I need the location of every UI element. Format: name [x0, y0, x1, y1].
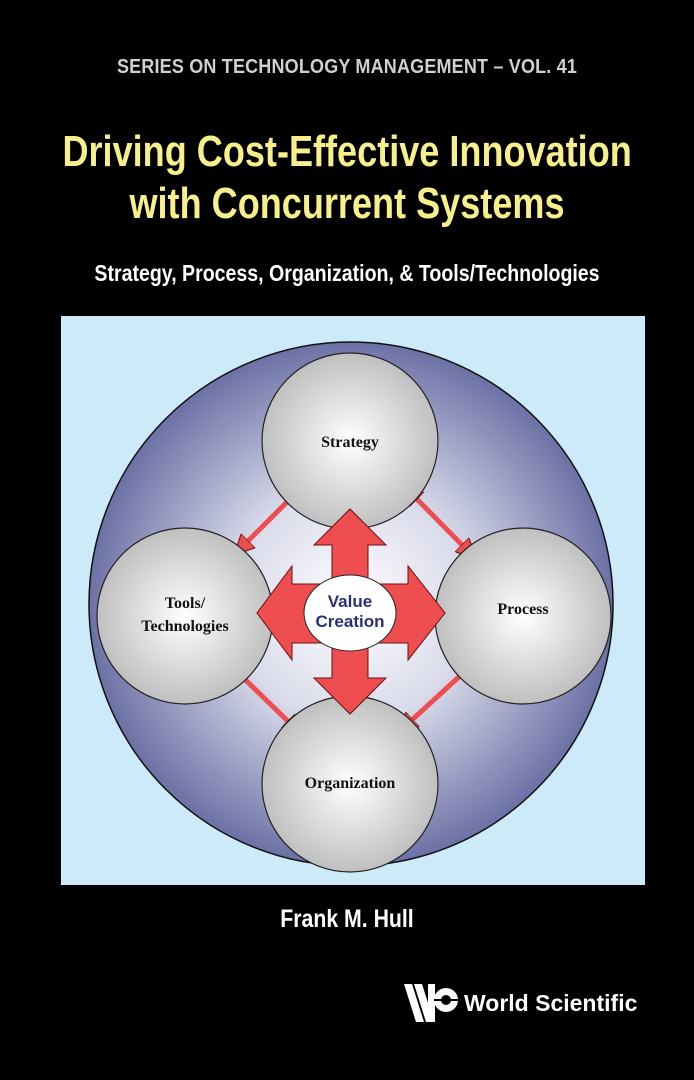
title-line-2: with Concurrent Systems — [129, 179, 565, 228]
author-name: Frank M. Hull — [280, 905, 414, 933]
book-subtitle: Strategy, Process, Organization, & Tools… — [94, 260, 600, 286]
tools-circle — [96, 527, 274, 705]
node-organization: Organization — [305, 775, 396, 792]
publisher-name: World Scientific — [464, 989, 638, 1016]
node-strategy: Strategy — [321, 434, 379, 451]
cover-diagram: Value Creation Strategy Process Organiza… — [61, 316, 645, 885]
book-title: Driving Cost-Effective Innovation with C… — [62, 126, 631, 230]
world-scientific-logo-icon — [404, 984, 458, 1022]
arrow-strategy-process — [406, 488, 473, 556]
center-label-1: Value — [328, 592, 372, 611]
node-process: Process — [497, 601, 548, 618]
node-tools-2: Technologies — [141, 618, 228, 635]
concurrent-systems-diagram: Value Creation Strategy Process Organiza… — [88, 341, 614, 873]
series-label: SERIES ON TECHNOLOGY MANAGEMENT – VOL. 4… — [116, 56, 578, 78]
center-label-2: Creation — [316, 612, 385, 631]
publisher-logo: World Scientific — [404, 980, 637, 1026]
node-tools-1: Tools/ — [165, 595, 206, 612]
value-creation-ellipse — [303, 574, 397, 652]
title-line-1: Driving Cost-Effective Innovation — [62, 127, 632, 176]
